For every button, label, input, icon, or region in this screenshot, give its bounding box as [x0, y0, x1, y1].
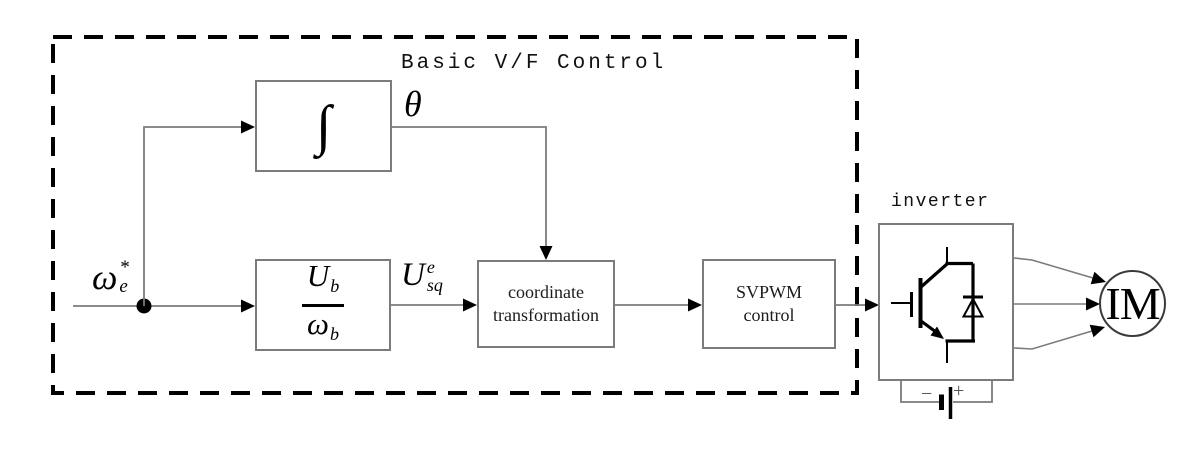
input-signal-label: ω * e [92, 258, 129, 296]
fraction-bar [302, 304, 344, 307]
phase-line-top [1013, 257, 1094, 279]
battery-right-bracket [953, 381, 993, 403]
fraction-numerator: Ub [306, 258, 340, 297]
inverter-output-lines [1013, 257, 1094, 350]
usq-signal-scripts: e sq [427, 258, 443, 294]
battery-symbol [900, 381, 993, 419]
usq-signal-subscript: sq [426, 275, 443, 295]
inverter-input-arrowhead [865, 298, 879, 312]
battery-plus-sign: + [953, 380, 965, 402]
input-signal-base: ω [92, 257, 118, 297]
input-signal-scripts: * e [119, 258, 129, 296]
inverter-box [878, 223, 1014, 381]
vf-ratio-block: Ub ωb [255, 259, 391, 351]
theta-arrowhead [539, 246, 553, 260]
svpwm-control-block: SVPWM control [702, 259, 836, 349]
integral-symbol: ∫ [315, 95, 332, 157]
coordinate-transformation-text: coordinate transformation [493, 282, 599, 325]
usq-signal-label: U e sq [401, 258, 443, 294]
igbt-emitter-diagonal [920, 319, 937, 334]
dashed-boundary [51, 35, 859, 395]
diode-triangle [961, 296, 985, 318]
theta-line [391, 126, 547, 247]
phase-line-bottom [1013, 330, 1093, 350]
igbt-symbol [891, 247, 985, 363]
phase-arrowhead-middle [1086, 297, 1100, 311]
usq-signal-base: U [401, 257, 425, 293]
igbt-emitter-arrowhead [930, 326, 944, 339]
usq-signal-superscript: e [426, 257, 435, 277]
fraction-denominator: ωb [307, 305, 339, 344]
input-signal-superscript: * [119, 257, 129, 278]
induction-motor: IM [1099, 270, 1166, 337]
coord-input-arrowhead [463, 298, 477, 312]
diagram-title: Basic V/F Control [401, 52, 667, 75]
battery-minus-sign: − [921, 383, 933, 405]
coordinate-transformation-block: coordinate transformation [477, 260, 615, 348]
battery-left-bracket [900, 381, 940, 403]
branch-to-integrator-line [143, 126, 242, 306]
phase-arrowhead-bottom [1089, 324, 1105, 338]
phase-arrowhead-top [1090, 271, 1106, 285]
input-signal-subscript: e [119, 276, 128, 297]
integrator-block: ∫ [255, 80, 392, 172]
motor-label: IM [1105, 277, 1160, 329]
input-arrowhead [241, 299, 255, 313]
svpwm-input-arrowhead [688, 298, 702, 312]
svpwm-control-text: SVPWM control [735, 282, 802, 325]
igbt-collector-diagonal [919, 262, 949, 289]
theta-label: θ [404, 84, 422, 124]
vf-ratio-fraction: Ub ωb [302, 260, 344, 350]
integrator-input-arrowhead [241, 120, 255, 134]
inverter-label: inverter [891, 192, 990, 212]
